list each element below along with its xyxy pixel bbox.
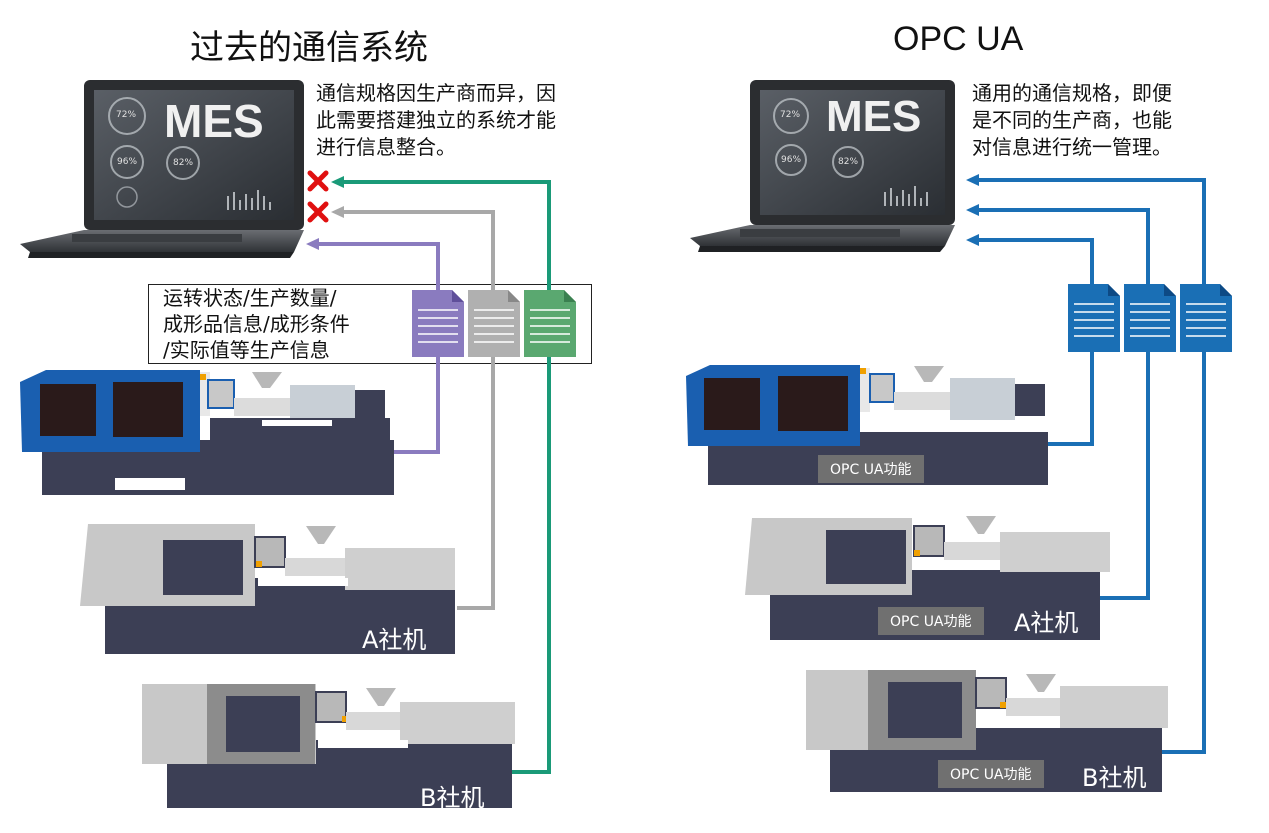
green-document-icon (524, 290, 576, 357)
blue-document-icon (1124, 284, 1176, 352)
left-mes-label: MES (164, 95, 264, 147)
left-description-line: 进行信息整合。 (316, 135, 456, 159)
info-line: 运转状态/生产数量/ (163, 286, 337, 310)
right-title: OPC UA (893, 20, 1024, 58)
right-description-line: 是不同的生产商，也能 (972, 108, 1172, 132)
opc-ua-badge: OPC UA功能 (878, 607, 984, 635)
right-b-machine-icon (806, 670, 1168, 792)
screen-value: 72% (780, 110, 801, 120)
left-description: 通信规格因生产商而异，因 此需要搭建独立的系统才能 进行信息整合。 (316, 80, 556, 161)
arrow-head-icon (331, 206, 344, 218)
x-mark-icon (307, 170, 329, 192)
info-line: 成形品信息/成形条件 (163, 312, 350, 336)
right-machine-b-label: B社机 (1082, 764, 1147, 792)
left-blue-machine-icon (20, 370, 394, 495)
left-description-line: 此需要搭建独立的系统才能 (316, 108, 556, 132)
arrow-head-icon (966, 234, 979, 246)
blue-document-icon (1068, 284, 1120, 352)
right-machine-a-label: A社机 (1014, 609, 1079, 637)
arrow-head-icon (331, 176, 344, 188)
arrow-head-icon (966, 204, 979, 216)
purple-document-icon (412, 290, 464, 357)
screen-value: 72% (116, 110, 137, 120)
left-a-machine-icon (80, 524, 455, 654)
green-connection-line (339, 180, 551, 774)
opc-ua-badge: OPC UA功能 (938, 760, 1044, 788)
screen-value: 82% (838, 157, 859, 167)
screen-value: 82% (173, 158, 194, 168)
right-description-line: 对信息进行统一管理。 (972, 135, 1172, 159)
gray-connection-line (340, 210, 495, 610)
blue-document-icon (1180, 284, 1232, 352)
left-machine-a-label: A社机 (362, 626, 427, 654)
gray-document-icon (468, 290, 520, 357)
right-mes-laptop-icon (690, 80, 955, 252)
x-mark-icon (307, 201, 329, 223)
left-mes-laptop-icon (20, 80, 304, 258)
screen-value: 96% (781, 155, 802, 165)
right-mes-label: MES (826, 92, 922, 141)
left-description-line: 通信规格因生产商而异，因 (316, 81, 556, 105)
left-b-machine-icon (142, 684, 515, 808)
left-title: 过去的通信系统 (190, 28, 428, 68)
arrow-head-icon (306, 238, 319, 250)
right-description: 通用的通信规格，即便 是不同的生产商，也能 对信息进行统一管理。 (972, 80, 1172, 161)
right-blue-machine-icon (686, 365, 1048, 485)
right-description-line: 通用的通信规格，即便 (972, 81, 1172, 105)
opc-ua-badge: OPC UA功能 (818, 455, 924, 483)
left-machine-b-label: B社机 (420, 784, 485, 812)
arrow-head-icon (966, 174, 979, 186)
screen-value: 96% (117, 157, 138, 167)
info-line: /实际值等生产信息 (163, 338, 330, 362)
